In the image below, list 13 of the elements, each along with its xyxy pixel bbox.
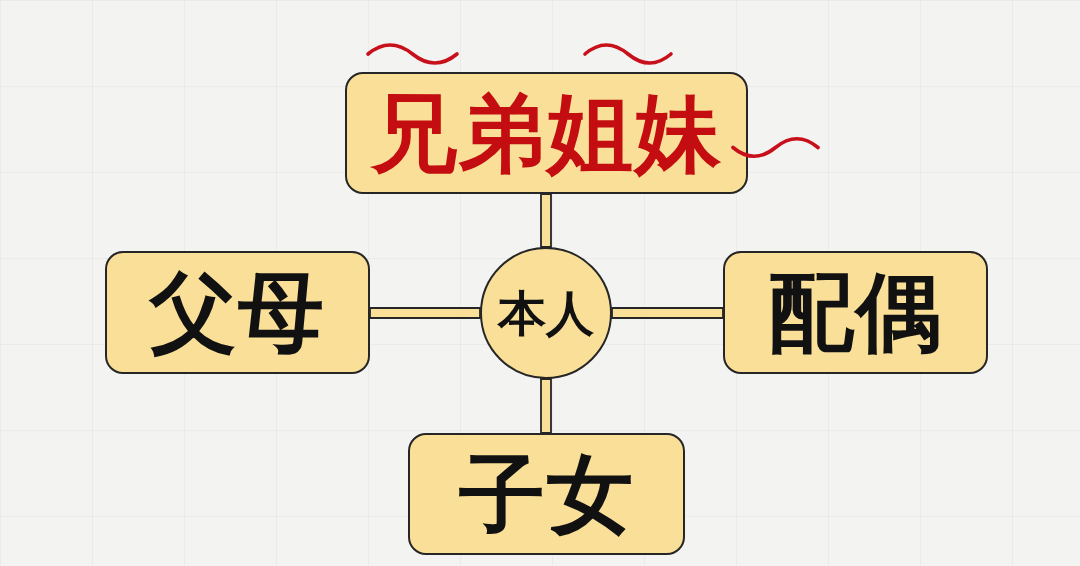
- relation-box: [408, 433, 685, 555]
- connector-bar: [611, 307, 724, 319]
- connector-bar: [369, 307, 481, 319]
- relation-box: [723, 251, 988, 374]
- node-label: 兄弟姐妹: [370, 87, 723, 179]
- connector-bar: [540, 378, 552, 434]
- node-label: 子女: [458, 448, 635, 540]
- node-label: 本人: [498, 287, 594, 339]
- node-label: 配偶: [767, 267, 944, 358]
- relation-box: [345, 72, 748, 194]
- relation-box: [105, 251, 370, 374]
- connector-bar: [540, 193, 552, 248]
- node-label: 父母: [149, 267, 326, 358]
